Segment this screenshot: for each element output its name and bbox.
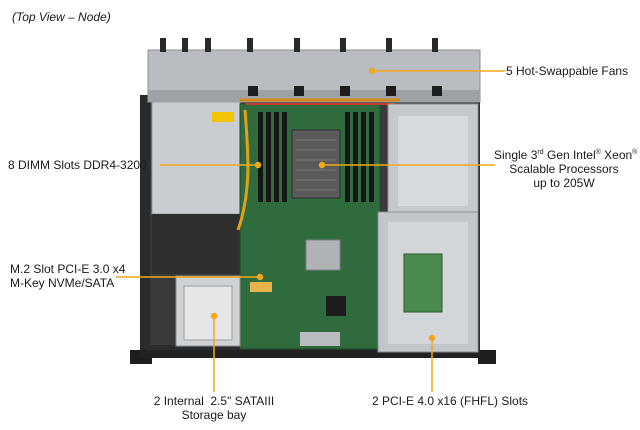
dimm-slot (369, 112, 374, 202)
callout-cpu-line3: up to 205W (533, 176, 595, 190)
dimm-slots (258, 112, 374, 202)
front-panel (140, 350, 480, 358)
dimm-slot (282, 112, 287, 202)
callout-cpu: Single 3rd Gen Intel® Xeon® Scalable Pro… (494, 148, 638, 190)
dimm-slot (266, 112, 271, 202)
fan-connector (182, 38, 188, 52)
left-lower-area (152, 214, 242, 274)
fan-clip (340, 86, 350, 96)
dimm-slot (361, 112, 366, 202)
view-label: (Top View – Node) (12, 10, 111, 24)
callout-fans: 5 Hot-Swappable Fans (506, 64, 629, 78)
bmc-chip (326, 296, 346, 316)
fan-connector (432, 38, 438, 52)
callout-lines (116, 67, 505, 392)
storage-drive (183, 285, 233, 341)
io-ports (300, 332, 340, 346)
dimm-slot (353, 112, 358, 202)
dimm-slot (345, 112, 350, 202)
fan-connector (160, 38, 166, 52)
front-handle-right (478, 350, 496, 364)
callout-cpu-line1: Single 3rd Gen Intel® Xeon® (494, 148, 638, 162)
fan-connectors (160, 38, 438, 52)
fan-connector (205, 38, 211, 52)
fan-clip (386, 86, 396, 96)
dimm-slot (258, 112, 263, 202)
pcie-card (403, 253, 443, 313)
callout-m2-line1: M.2 Slot PCI-E 3.0 x4 (10, 262, 126, 276)
fan-connector (294, 38, 300, 52)
callout-storage: 2 Internal 2.5" SATAIII Storage bay (144, 394, 284, 422)
cpu-heatsink (291, 129, 341, 199)
warning-label (212, 112, 234, 122)
m2-slot (250, 282, 272, 292)
fan-clip (294, 86, 304, 96)
callout-dimm: 8 DIMM Slots DDR4-3200 (8, 158, 147, 172)
fan-clip (432, 86, 442, 96)
callout-m2: M.2 Slot PCI-E 3.0 x4 M-Key NVMe/SATA (10, 262, 125, 290)
fan-connector (247, 38, 253, 52)
callout-cpu-line2: Scalable Processors (509, 162, 619, 176)
callout-storage-line1: 2 Internal 2.5" SATAIII (153, 394, 275, 408)
right-cage-top-inner (398, 116, 468, 206)
power-cables (236, 109, 250, 231)
callout-pcie: 2 PCI-E 4.0 x16 (FHFL) Slots (372, 394, 529, 408)
chipset (305, 239, 341, 271)
fan-clip (248, 86, 258, 96)
fan-connector (340, 38, 346, 52)
heatsink-fins (296, 139, 336, 191)
dimm-slot (274, 112, 279, 202)
fan-connector (386, 38, 392, 52)
callout-m2-line2: M-Key NVMe/SATA (10, 276, 115, 290)
fan-clips (248, 86, 442, 96)
callout-storage-line2: Storage bay (181, 408, 247, 422)
